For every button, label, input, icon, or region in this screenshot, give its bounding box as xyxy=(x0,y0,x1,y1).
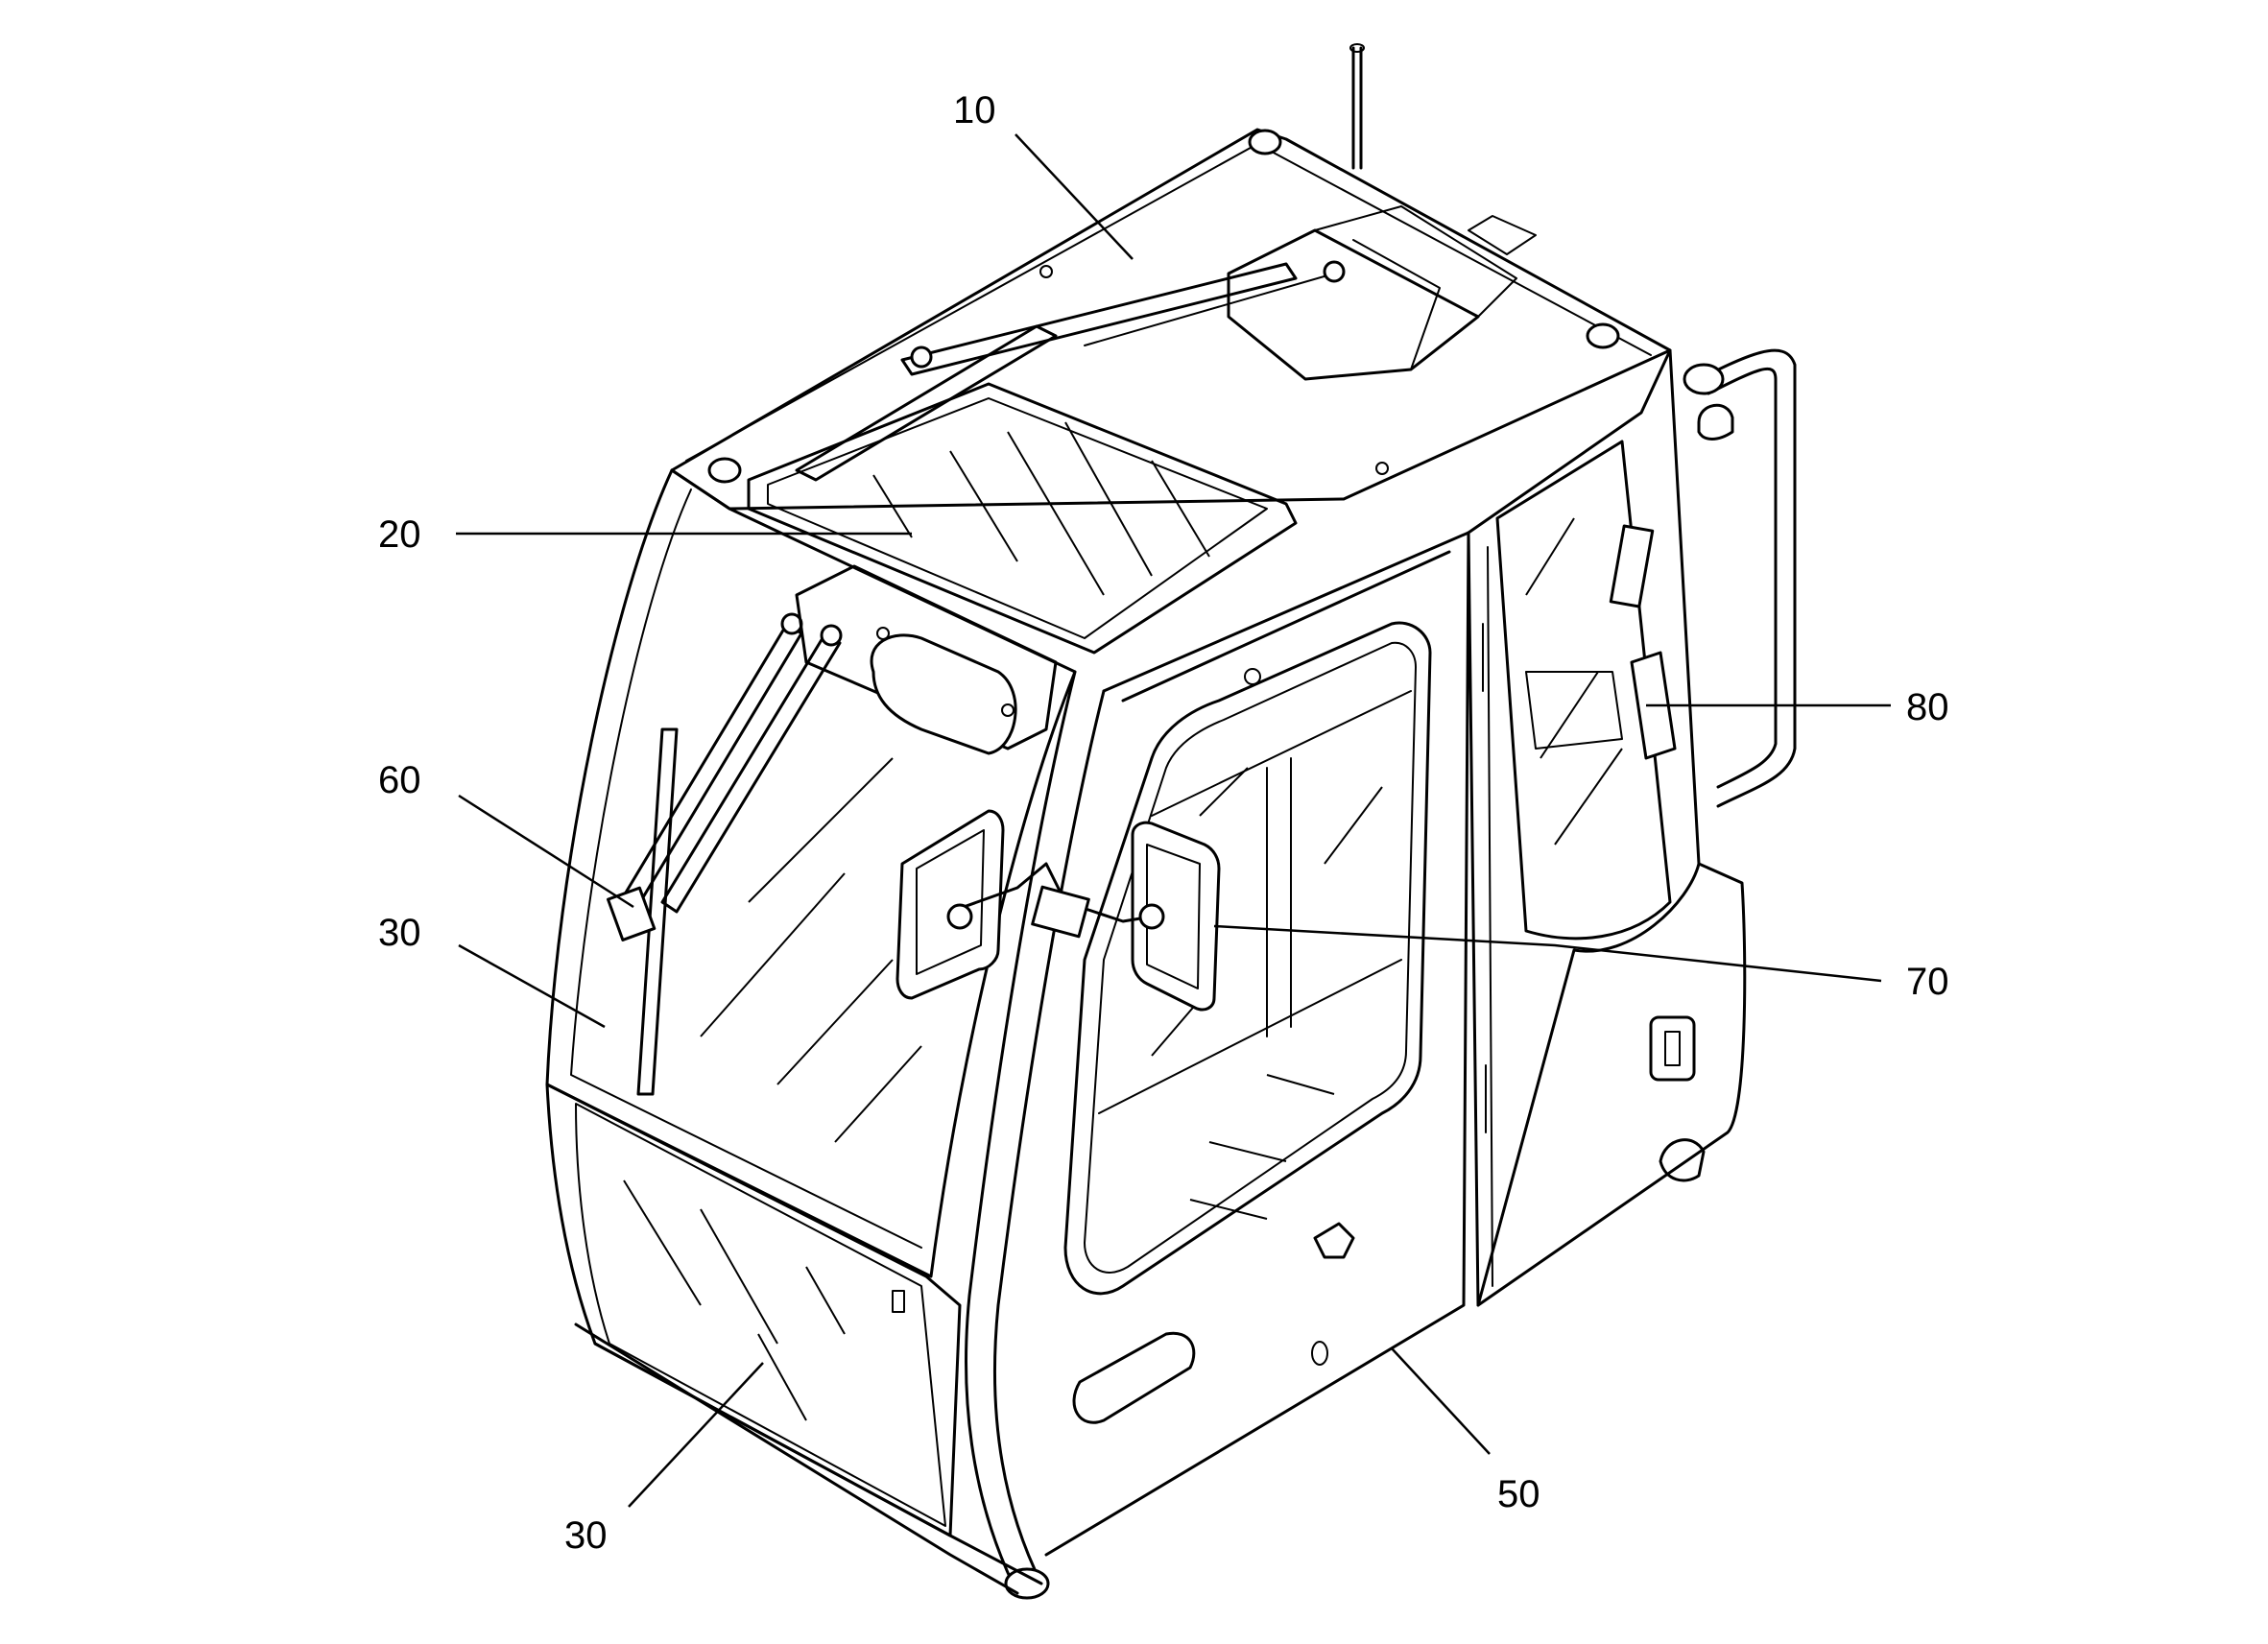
interior-vent-panel xyxy=(1609,524,1655,608)
rear-view-mirrors xyxy=(895,809,1221,1012)
callout-80: 80 xyxy=(1906,686,1949,728)
callout-70: 70 xyxy=(1906,961,1949,1003)
lift-eye-front xyxy=(1248,129,1282,155)
front-wiper-blade xyxy=(636,727,679,1096)
grab-handle xyxy=(1683,348,1797,808)
leader-30a xyxy=(458,943,606,1029)
cab-drawing xyxy=(545,43,1797,1600)
callout-labels: 10 20 60 30 30 80 70 50 xyxy=(378,89,1949,1557)
roof-window xyxy=(747,260,1346,655)
leader-30b xyxy=(628,1362,764,1508)
front-pillar xyxy=(965,670,1106,1600)
cab-door xyxy=(1044,531,1470,1557)
lower-front-window xyxy=(545,1083,962,1537)
callout-50: 50 xyxy=(1497,1473,1540,1515)
front-work-light xyxy=(795,564,1058,755)
roof-hatch-unit xyxy=(1227,228,1480,381)
leader-lines xyxy=(456,133,1891,1508)
leader-70 xyxy=(1213,924,1882,983)
callout-30-upper: 30 xyxy=(378,912,421,954)
leader-60 xyxy=(458,794,634,909)
cab-base xyxy=(574,1322,1043,1595)
side-panel-latch xyxy=(1649,1015,1696,1082)
side-lamp xyxy=(1697,403,1734,441)
roof-panel xyxy=(670,128,1672,511)
work-light-lamp xyxy=(870,633,1017,755)
callout-10: 10 xyxy=(953,89,996,131)
door-handle xyxy=(1313,1222,1355,1259)
lift-eye-left xyxy=(707,457,742,484)
mirror-left xyxy=(895,809,1005,1000)
leader-50 xyxy=(1391,1347,1491,1455)
callout-30-lower: 30 xyxy=(564,1514,608,1557)
side-window xyxy=(1467,348,1701,1307)
front-wiper xyxy=(607,612,843,1096)
mirror-bracket xyxy=(1031,885,1090,939)
callout-60: 60 xyxy=(378,759,421,801)
lift-eye-right xyxy=(1586,322,1620,349)
side-panel-lamp xyxy=(1659,1138,1706,1182)
roof-wiper-arm xyxy=(900,262,1298,376)
callout-20: 20 xyxy=(378,513,421,556)
roof-wiper-blade xyxy=(795,324,1058,482)
antenna xyxy=(1349,43,1365,170)
front-windshield xyxy=(545,468,1077,1278)
door-step-grille xyxy=(1072,1331,1196,1424)
rear-side-panel xyxy=(1467,531,1747,1307)
leader-10 xyxy=(1015,133,1134,260)
pillar-foot-eye xyxy=(1004,1567,1050,1600)
